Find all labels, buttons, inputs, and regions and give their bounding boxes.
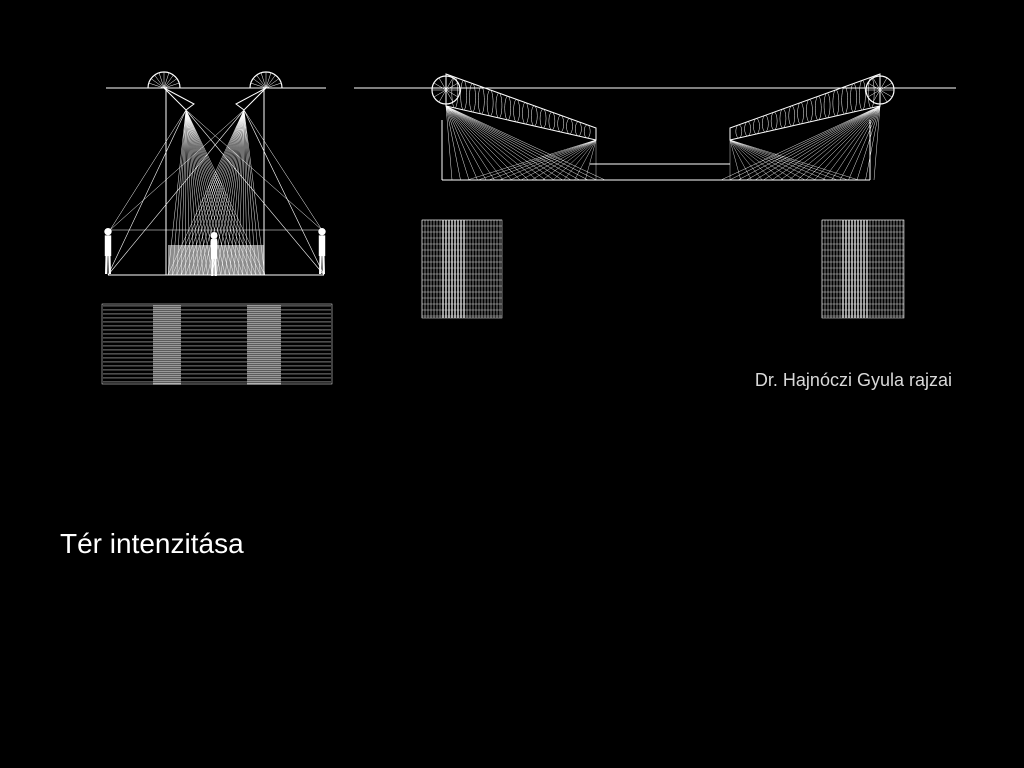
drawing-left-svg	[101, 71, 333, 385]
human-figure	[318, 228, 326, 275]
human-figure	[104, 228, 112, 275]
drawing-left	[96, 60, 336, 390]
drawing-right	[350, 60, 962, 330]
human-figure	[210, 232, 218, 277]
slide-title: Tér intenzitása	[60, 528, 244, 559]
cone-barrel	[445, 73, 597, 141]
drawing-credit: Dr. Hajnóczi Gyula rajzai	[754, 370, 952, 390]
drawing-right-svg	[354, 73, 956, 319]
hatch-block-right	[821, 219, 905, 319]
cone-barrel	[729, 73, 881, 141]
spotlight-barrel	[163, 87, 195, 111]
spotlight-barrel	[235, 87, 267, 111]
hatching-strip	[101, 303, 333, 385]
